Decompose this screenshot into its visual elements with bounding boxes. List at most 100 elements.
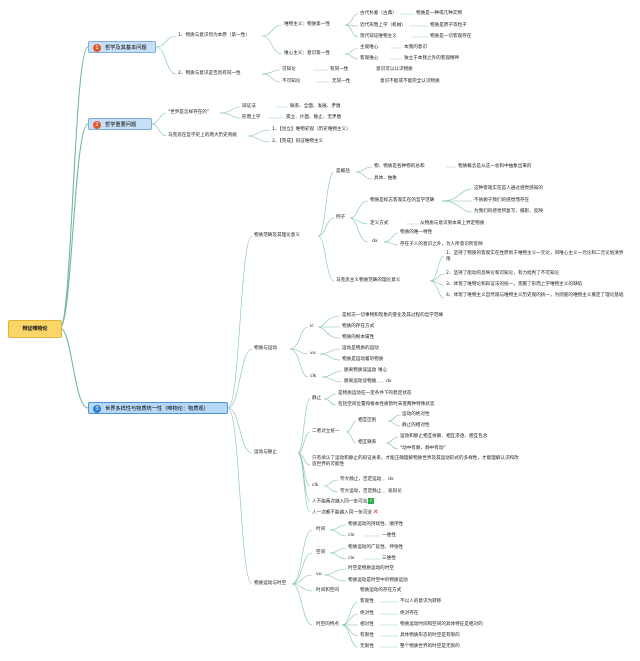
node[interactable]: 物质运动的存在方式 [360, 588, 402, 593]
node[interactable]: 时间 [316, 527, 326, 532]
node[interactable]: 空间 [316, 550, 326, 555]
node[interactable]: 物质范畴及其理论意义 [254, 233, 300, 238]
node[interactable]: 相对性 [360, 622, 374, 627]
node[interactable]: 物、物质是各种物的总和 [374, 164, 425, 169]
node[interactable]: "世界是怎样存在的" [168, 110, 209, 115]
node[interactable]: 这种客观实在是人通过感觉感知的 [474, 186, 543, 191]
node[interactable]: 夸大运动，否定静止 [340, 489, 382, 494]
node[interactable]: 是标志一切事物和现象的变化及其过程的哲学范畴 [342, 313, 444, 318]
node[interactable]: 具体物质形态的时空是有限的 [400, 633, 460, 638]
node[interactable]: 马克思在哲学史上的两大历史贡献 [168, 133, 237, 138]
node[interactable]: "动中有静，静中有动" [400, 446, 446, 451]
node[interactable]: 古代朴素（古典） [360, 11, 397, 16]
node[interactable]: 例子 [336, 215, 346, 220]
node[interactable]: 只有承认了运动和静止的辩证关系，才能正确理解物质世界及其运动形式的多样性，才能理… [312, 456, 519, 467]
node[interactable]: 独立于本我之外的客观精神 [404, 56, 460, 61]
node[interactable]: 客观性 [360, 599, 374, 604]
branch-world-unity[interactable]: 3 世界多样性与物质统一性（唯物论：物质观） [88, 402, 228, 414]
node[interactable]: 时空的特点 [316, 622, 339, 627]
node[interactable]: 包括空间位置和根本性质暂时未变两种特殊状态 [338, 402, 435, 407]
node[interactable]: dx [386, 379, 392, 384]
node[interactable]: 整个物质世界的时空是无限的 [400, 644, 460, 649]
node[interactable]: 脱离运动谈物质 [344, 379, 377, 384]
node[interactable]: 1、【创立】唯物史观（历史唯物主义） [272, 127, 351, 132]
node[interactable]: 现代辩证唯物主义 [360, 34, 397, 39]
node[interactable]: 意识不能或不能完全认识物质 [380, 79, 440, 84]
node[interactable]: 物质是一种或几种实物 [416, 11, 462, 16]
node[interactable]: 定义方式 [370, 221, 389, 226]
node[interactable]: 有同一性 [330, 67, 349, 72]
node[interactable]: 一维性 [382, 533, 396, 538]
node[interactable]: clx [348, 533, 355, 538]
node[interactable]: 客观唯心 [360, 56, 379, 61]
node[interactable]: vu [316, 572, 322, 577]
node[interactable]: 2、物质与意识是否具有同一性 [178, 71, 241, 76]
node[interactable]: 人一次都不能踏入同一条河流✕ [312, 509, 379, 517]
node[interactable]: clx [348, 556, 355, 561]
node[interactable]: dx [372, 239, 378, 244]
node[interactable]: 意识可以认识物质 [376, 67, 413, 72]
node[interactable]: 人不能两次踏入同一条河流✓ [312, 498, 375, 506]
node[interactable]: 物质运动时间和空间的具体特征是相对的 [400, 622, 483, 627]
node[interactable]: 存在于人的意识之外，为人所意识所反映 [400, 242, 483, 247]
node[interactable]: vu [310, 351, 316, 356]
node[interactable]: 是概括 [336, 169, 350, 174]
node[interactable]: clk [310, 374, 317, 379]
node[interactable]: 从物质与意识到本来上界定物质 [420, 221, 485, 226]
node[interactable]: 时空是物质运动的时空 [348, 566, 394, 571]
node[interactable]: 物质概念是从这一总和中抽象出来的 [458, 164, 532, 169]
node[interactable]: 物质运动的持续性、顺序性 [348, 522, 404, 527]
node[interactable]: 相互区别 [358, 418, 377, 423]
node[interactable]: 相互联系 [358, 440, 377, 445]
node[interactable]: 绝对存在 [400, 611, 419, 616]
node[interactable]: 物质的存在方式 [342, 324, 375, 329]
node[interactable]: 有限性 [360, 633, 374, 638]
node[interactable]: 物质运动与时空 [254, 581, 287, 586]
node[interactable]: ic [310, 324, 314, 329]
node[interactable]: 为我们的感觉所复写、摄影、反映 [474, 209, 543, 214]
node[interactable]: 唯心主义：意识第一性 [284, 51, 330, 56]
node[interactable]: 诡辩论 [388, 489, 402, 494]
node[interactable]: clk [312, 483, 319, 488]
node[interactable]: 物质运动的广延性、伸张性 [348, 545, 404, 550]
node[interactable]: 绝对性 [360, 611, 374, 616]
node[interactable]: 无限性 [360, 644, 374, 649]
node[interactable]: dx [388, 477, 394, 482]
node[interactable]: 主观唯心 [360, 45, 379, 50]
node[interactable]: 运动的绝对性 [402, 412, 430, 417]
node[interactable]: 4、体现了唯物主义自然观与唯物主义历史观的统一，为彻底的唯物主义奠定了理论基础 [446, 293, 624, 298]
node[interactable]: 孤立、片面、静止、无矛盾 [286, 115, 342, 120]
node[interactable]: 联系、全面、发展、矛盾 [290, 104, 341, 109]
node[interactable]: 马克思主义物质范畴的理论意义 [336, 278, 401, 283]
node[interactable]: 2、【完成】辩证唯物主义 [272, 139, 324, 144]
node[interactable]: 物质的根本属性 [342, 335, 375, 340]
node[interactable]: 夸大静止，否定运动 [340, 477, 382, 482]
node[interactable]: 运动是物质的运动 [342, 346, 379, 351]
node[interactable]: 近代形而上学（机械） [360, 23, 406, 28]
node[interactable]: 形而上学 [242, 115, 261, 120]
root-topic[interactable]: 辩证唯物论 [8, 320, 62, 338]
node[interactable]: 辩证法 [242, 104, 256, 109]
node[interactable]: 唯物主义：物质第一性 [284, 22, 330, 27]
node[interactable]: 可知论 [282, 67, 296, 72]
node[interactable]: 3、体现了唯物论和辩证法的统一，克服了形而上学唯物主义的缺陷 [446, 282, 583, 287]
node[interactable]: 物质是原子等粒子 [430, 23, 467, 28]
node[interactable]: 物质运动是时空中的物质运动 [348, 578, 408, 583]
node[interactable]: 不以人的意识为转移 [400, 599, 442, 604]
node[interactable]: 运动与静止 [254, 450, 277, 455]
node[interactable]: 2、坚持了能动的反映论和可知论，有力批判了不可知论 [446, 271, 560, 276]
node[interactable]: 具体、抽象 [374, 176, 397, 181]
node[interactable]: 无同一性 [332, 79, 351, 84]
node[interactable]: 三维性 [382, 556, 396, 561]
node[interactable]: 物质的唯一特性 [400, 230, 433, 235]
node[interactable]: 物质是运动着的物质 [342, 357, 384, 362]
node[interactable]: 二者对立统一 [312, 429, 340, 434]
node[interactable]: 时间和空间 [316, 588, 339, 593]
node[interactable]: 是物质运动在一定条件下的稳定状态 [338, 391, 412, 396]
node[interactable]: 唯心 [378, 368, 388, 373]
node[interactable]: 脱离物质谈运动 [344, 368, 377, 373]
node[interactable]: 不可知论 [282, 79, 301, 84]
node[interactable]: 1、物质与意识何为本原（第一性） [178, 33, 250, 38]
node[interactable]: 物质是标志客观实在的哲学范畴 [370, 198, 435, 203]
branch-philosophy-basic-question[interactable]: 1 哲学及其基本问题 [88, 41, 156, 53]
